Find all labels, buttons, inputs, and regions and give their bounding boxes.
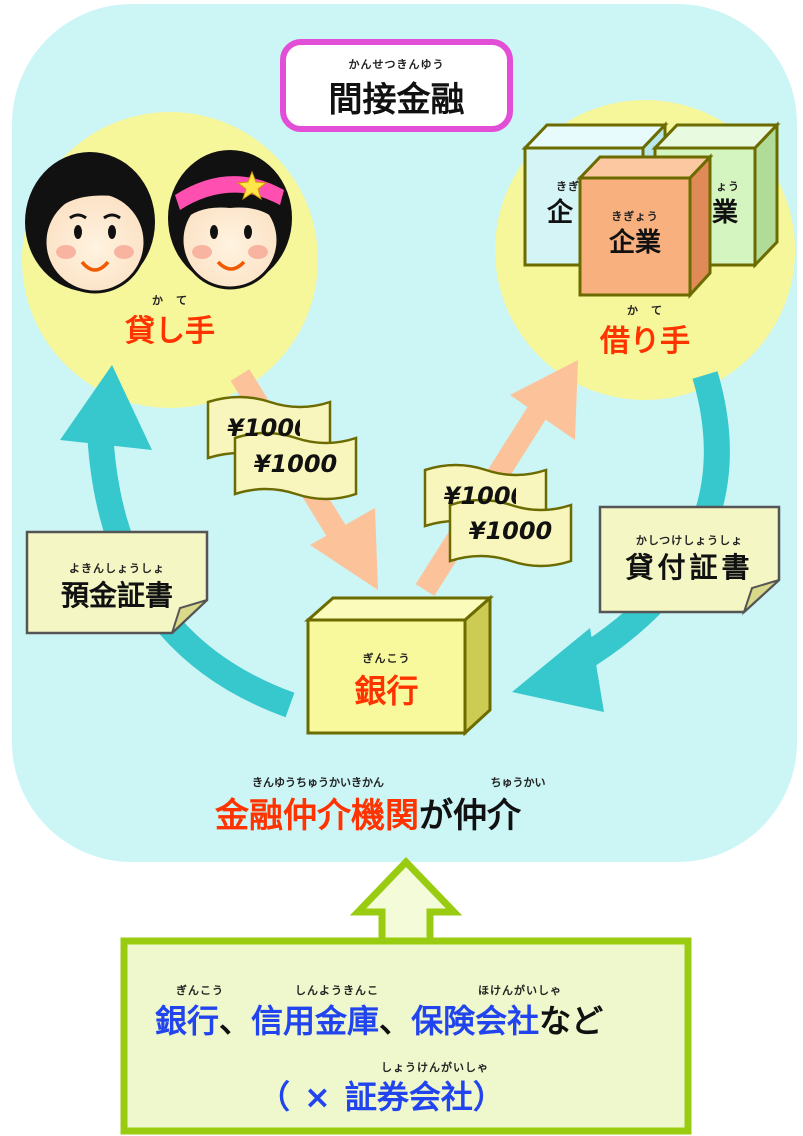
intermediary-red: 金融仲介機関 [215,796,419,836]
intermediary-black: 仲介 [453,796,521,836]
company-back-left-label: 企 [546,198,573,228]
example-shinkin: 信用金庫 [251,1002,380,1040]
company-box-front [576,153,714,299]
example-suffix: など [539,1002,604,1040]
company-back-right-ruby: ょう [716,180,740,193]
bank-ruby: ぎんこう [362,652,411,665]
bill-right-back-label: ¥1000 [443,482,528,510]
bank-box [304,594,494,737]
paren-open: （ [258,1078,291,1116]
examples-ruby-bank: ぎんこう [176,984,224,997]
examples-line: 銀行、信用金庫、保険会社など [155,996,603,1042]
example-bank: 銀行 [155,1002,220,1040]
bill-right-front [448,498,573,568]
example-comma-1: 、 [219,1002,252,1040]
example-comma-2: 、 [379,1002,412,1040]
examples-ruby-insurance: ほけんがいしゃ [478,984,562,997]
bill-left-front [233,431,358,501]
exclusion-line: （ × 証券会社） [258,1072,505,1118]
deposit-certificate-label: 預金証書 [60,579,173,612]
loan-certificate-label: 貸付証書 [625,551,754,584]
example-securities: 証券会社 [344,1078,473,1116]
deposit-certificate-ruby: よきんしょうしょ [69,562,165,575]
company-back-right-label: 業 [711,198,738,228]
lender-ruby: か て [152,294,188,307]
bank-label: 銀行 [354,672,419,710]
deposit-certificate-note [25,530,209,635]
loan-certificate-ruby: かしつけしょうしょ [635,534,744,547]
loan-certificate-note [598,505,781,616]
borrower-label: 借り手 [600,324,690,359]
borrower-ruby: か て [627,304,663,317]
intermediary-line: 金融仲介機関が仲介 [215,788,521,837]
bill-left-back-label: ¥1000 [227,414,311,442]
intermediary-particle: が [419,796,453,836]
examples-ruby-securities: しょうけんがいしゃ [381,1061,489,1074]
company-front-label: 企業 [608,228,661,258]
cross-icon: × [304,1078,331,1116]
title-box [280,39,513,132]
bill-right-front-label: ¥1000 [468,517,553,545]
examples-ruby-shinkin: しんようきんこ [295,984,379,997]
example-insurance: 保険会社 [411,1002,540,1040]
lender-woman-face [168,150,292,290]
title-ruby: かんせつきんゆう [348,58,445,71]
lender-man-face [25,152,155,294]
bill-left-front-label: ¥1000 [253,450,338,478]
paren-close: ） [472,1078,505,1116]
lender-label: 貸し手 [125,314,215,349]
company-front-ruby: きぎょう [611,210,659,223]
intermediary-ruby-left: きんゆうちゅうかいきかん [252,776,384,789]
examples-box [120,937,692,1135]
page-title: 間接金融 [328,80,465,120]
up-arrow [349,856,463,949]
company-back-left-ruby: きぎ [556,180,580,193]
intermediary-ruby-right: ちゅうかい [490,776,546,789]
